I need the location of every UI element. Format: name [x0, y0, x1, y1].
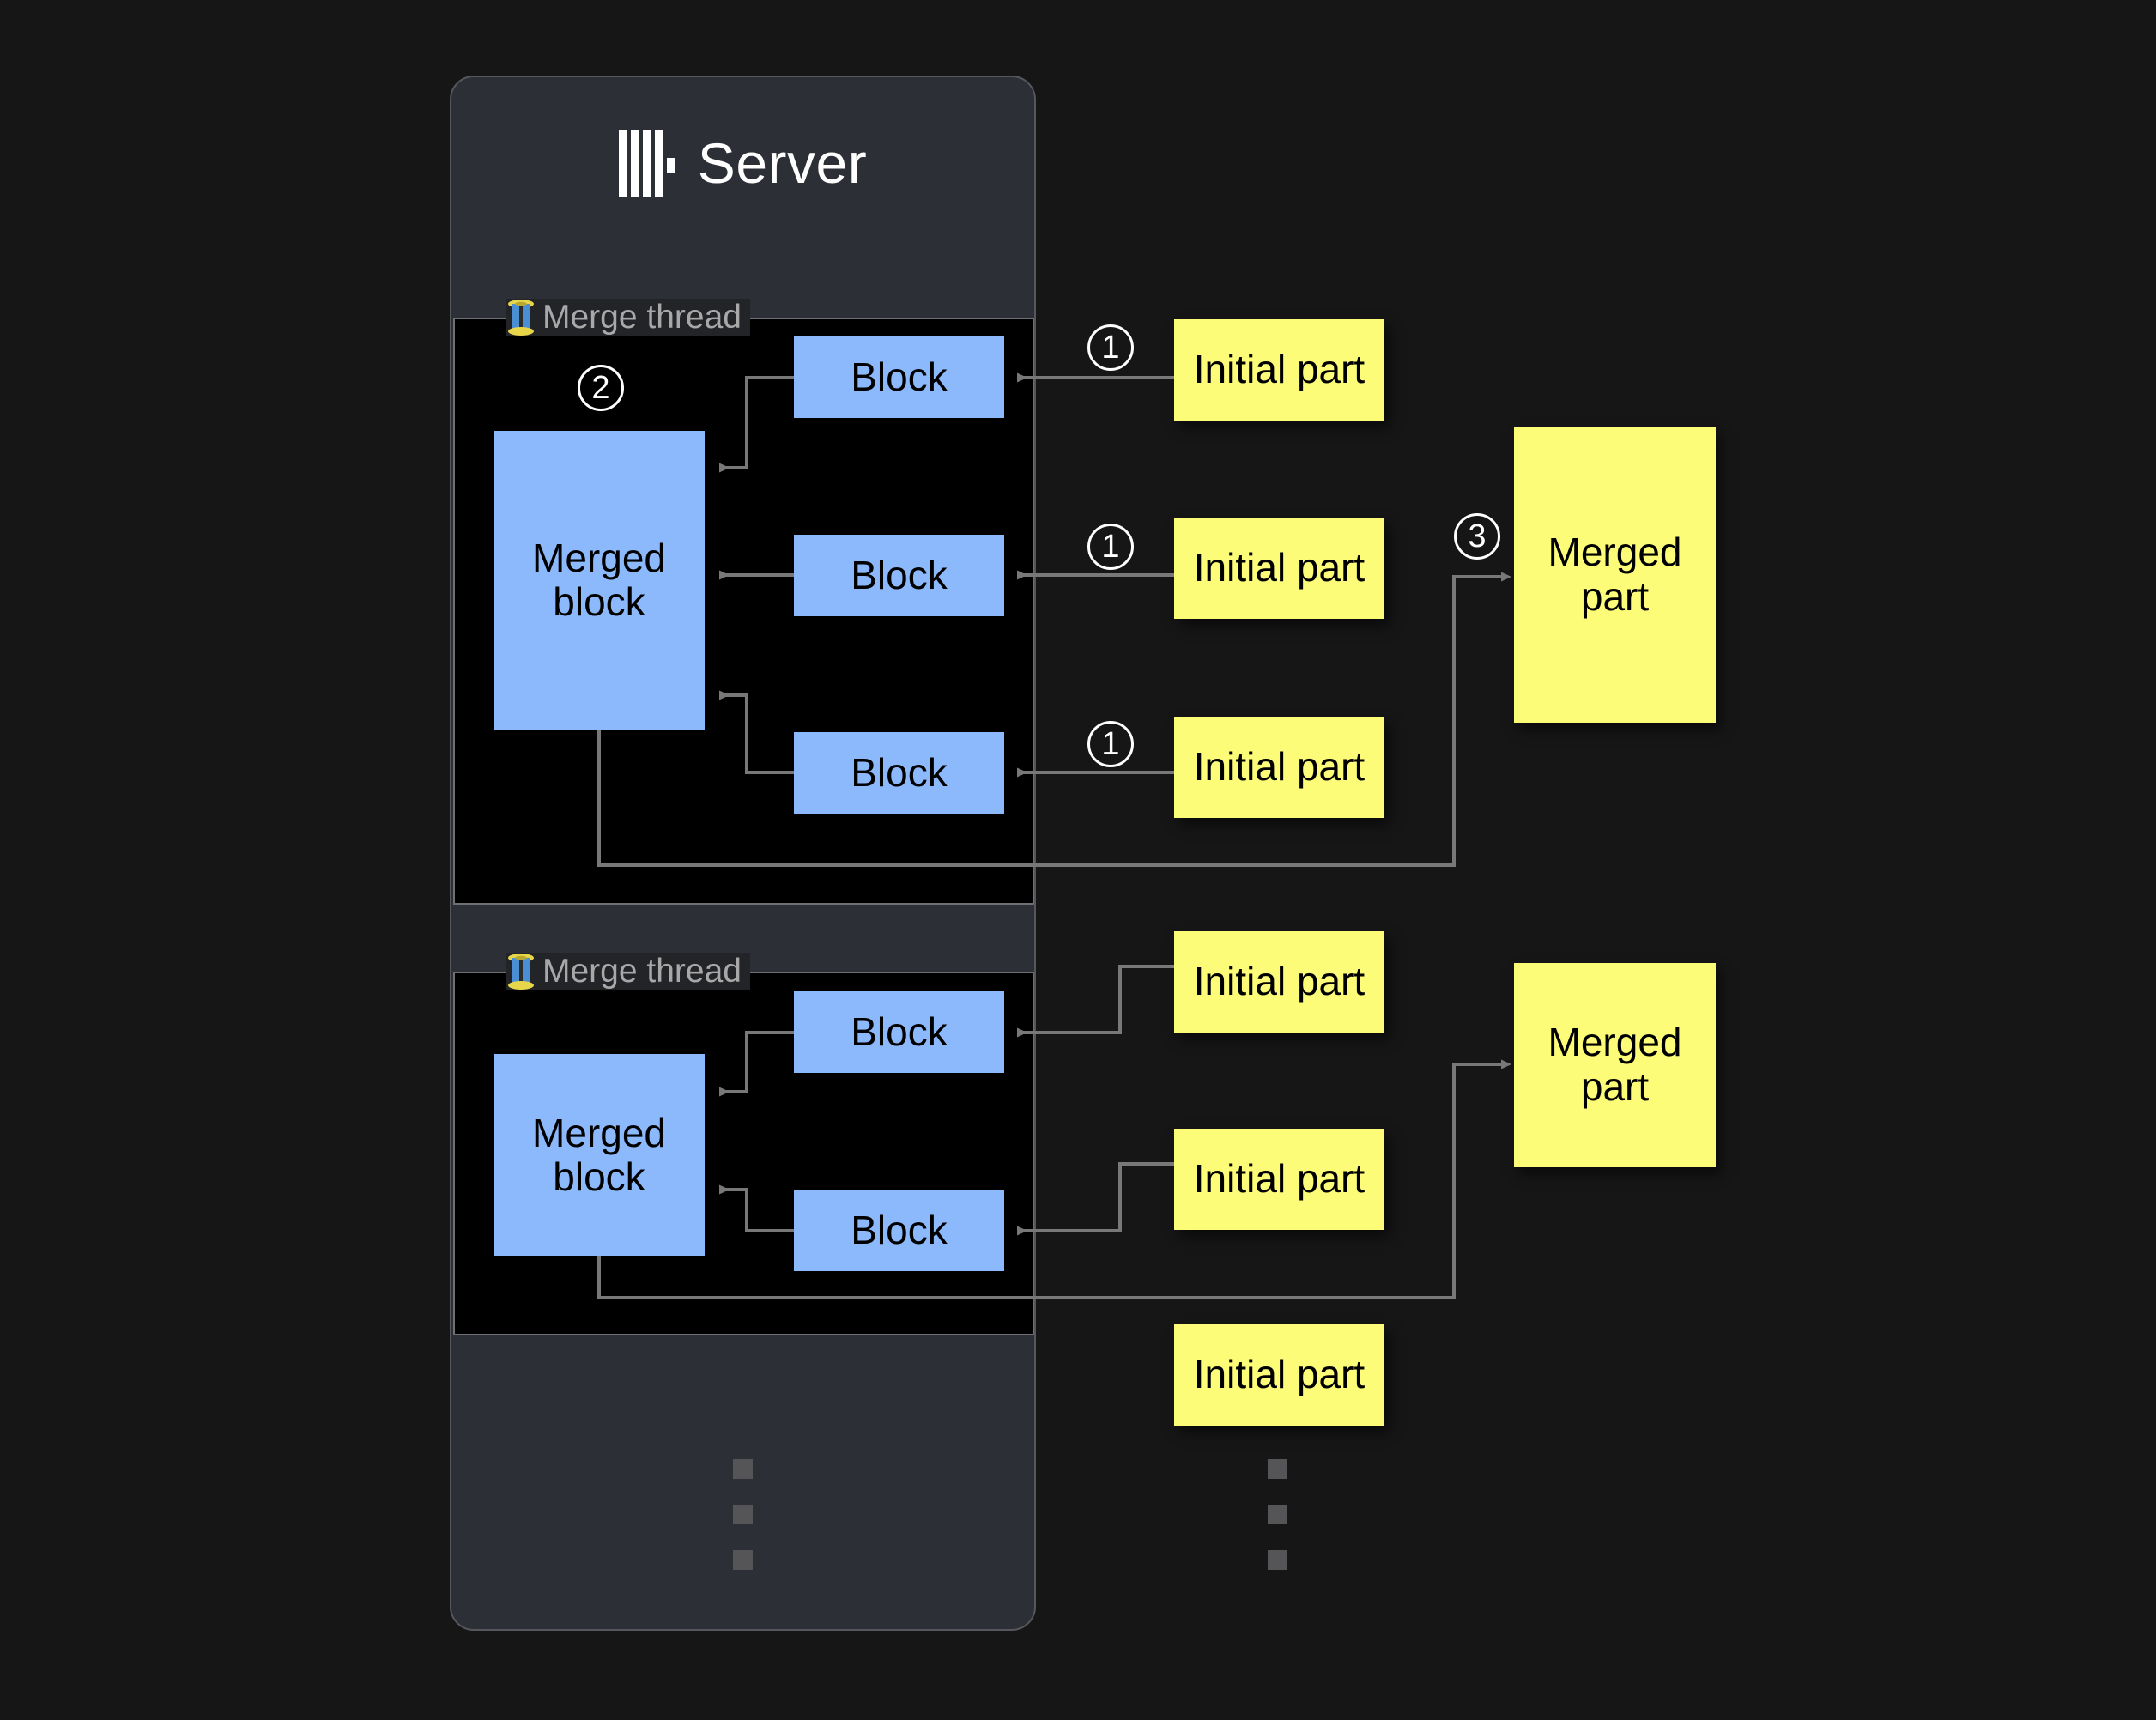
- server-header: Server: [450, 112, 1036, 215]
- step-number-2: 2: [578, 365, 624, 411]
- step-number-3: 3: [1454, 513, 1500, 560]
- block-1-1: Block: [794, 336, 1004, 418]
- clickhouse-logo-icon: [618, 130, 675, 197]
- merge-thread-label-text: Merge thread: [542, 953, 742, 990]
- initial-part-5: Initial part: [1174, 1129, 1384, 1230]
- thread-spool-icon: [508, 300, 534, 336]
- block-1-3: Block: [794, 732, 1004, 814]
- ellipsis-dot: [733, 1550, 753, 1570]
- initial-part-4: Initial part: [1174, 931, 1384, 1033]
- server-title: Server: [697, 131, 868, 195]
- arrow-initialpart5-to-block22: [1017, 1162, 1174, 1236]
- ellipsis-dot: [733, 1459, 753, 1479]
- step-number-1-c: 1: [1087, 721, 1134, 767]
- ellipsis-parts: [1268, 1459, 1287, 1570]
- ellipsis-dot: [1268, 1505, 1287, 1524]
- merged-block-2: Merged block: [494, 1054, 705, 1256]
- initial-part-1: Initial part: [1174, 319, 1384, 421]
- arrow-initialpart4-to-block21: [1017, 965, 1174, 1038]
- initial-part-3: Initial part: [1174, 717, 1384, 818]
- merge-thread-label-1: Merge thread: [506, 299, 750, 336]
- merge-thread-label-2: Merge thread: [506, 953, 750, 990]
- initial-part-6: Initial part: [1174, 1324, 1384, 1426]
- thread-spool-icon: [508, 954, 534, 990]
- block-1-2: Block: [794, 535, 1004, 616]
- merged-block-1: Merged block: [494, 431, 705, 730]
- merged-part-2: Merged part: [1514, 963, 1716, 1167]
- initial-part-2: Initial part: [1174, 518, 1384, 619]
- step-number-1-b: 1: [1087, 524, 1134, 570]
- merge-thread-label-text: Merge thread: [542, 299, 742, 336]
- ellipsis-dot: [1268, 1550, 1287, 1570]
- ellipsis-server-threads: [733, 1459, 753, 1570]
- ellipsis-dot: [1268, 1459, 1287, 1479]
- step-number-1-a: 1: [1087, 324, 1134, 371]
- merged-part-1: Merged part: [1514, 427, 1716, 723]
- block-2-2: Block: [794, 1190, 1004, 1271]
- ellipsis-dot: [733, 1505, 753, 1524]
- block-2-1: Block: [794, 991, 1004, 1073]
